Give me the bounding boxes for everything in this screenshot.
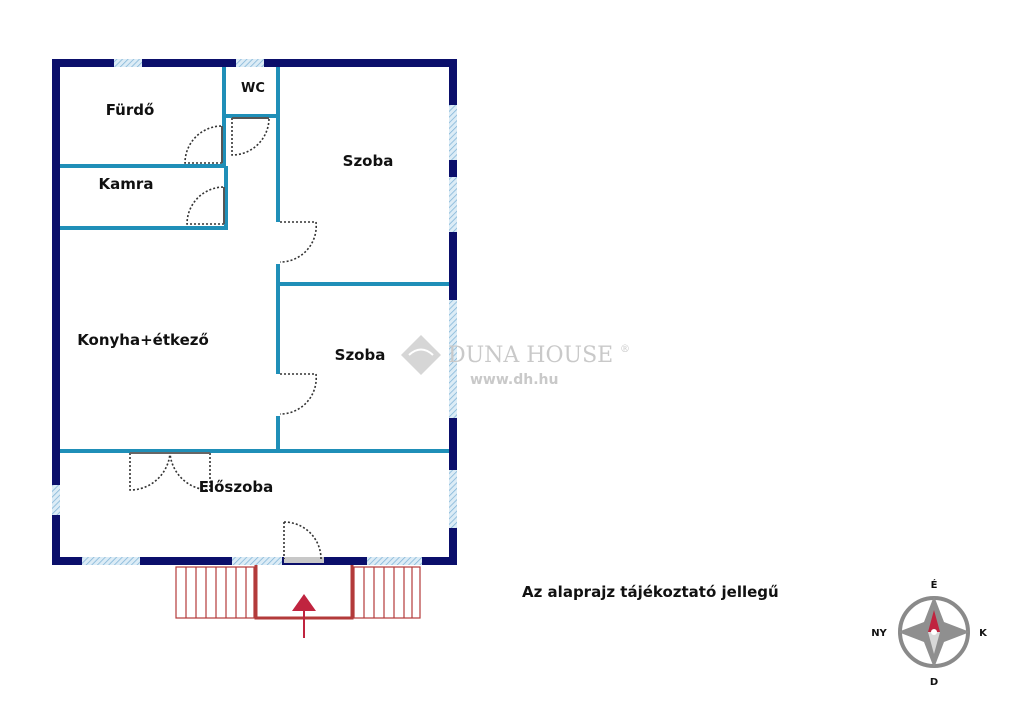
room-label-wc: WC (241, 81, 265, 96)
room-label-eloszoba: Előszoba (199, 478, 274, 496)
room-label-szoba-2: Szoba (335, 346, 386, 364)
compass-west-label: NY (871, 628, 887, 639)
inner-walls (60, 67, 449, 453)
watermark-registered-mark: ® (620, 344, 630, 355)
room-label-kamra: Kamra (99, 175, 154, 193)
compass-east-label: K (979, 628, 988, 639)
watermark-brand: DUNA HOUSE (448, 343, 613, 368)
watermark-url: www.dh.hu (470, 372, 558, 388)
windows (52, 59, 457, 565)
doors (129, 117, 322, 560)
duna-house-logo-icon (401, 335, 441, 375)
disclaimer-note: Az alaprajz tájékoztató jellegű (522, 583, 779, 601)
entrance-arrow-icon (292, 594, 316, 638)
duna-house-watermark: DUNA HOUSE ® www.dh.hu (401, 335, 630, 388)
room-label-furdo: Fürdő (106, 101, 155, 119)
compass-north-label: É (931, 578, 938, 591)
compass-rose-icon: É D K NY (871, 578, 988, 688)
room-label-szoba-1: Szoba (343, 152, 394, 170)
compass-south-label: D (930, 677, 938, 688)
room-label-konyha: Konyha+étkező (77, 331, 209, 349)
